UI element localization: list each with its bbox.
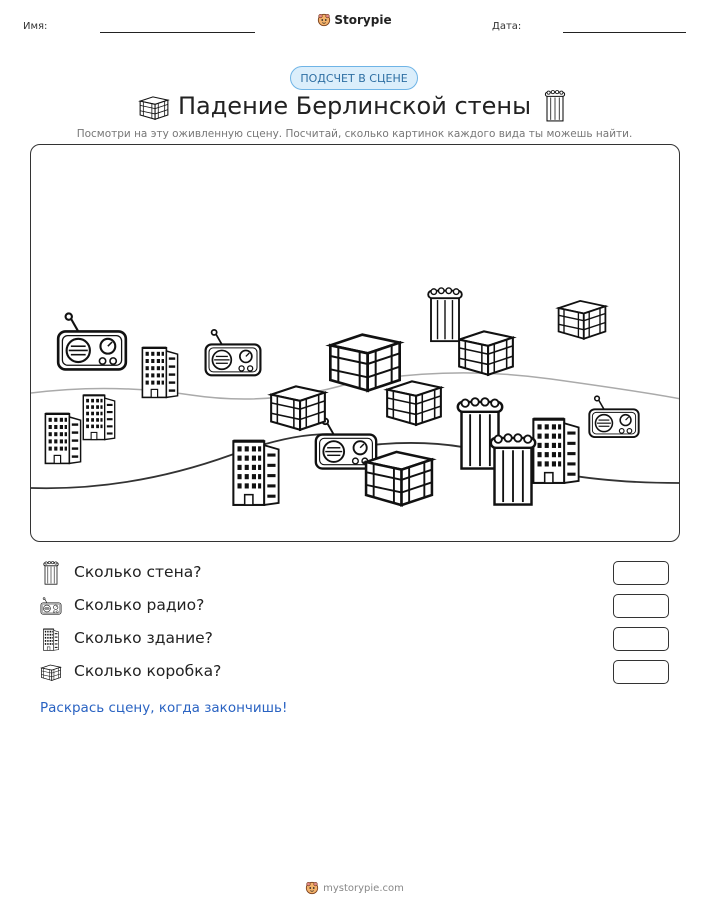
name-label: Имя:	[23, 21, 48, 32]
wall-icon	[543, 90, 567, 122]
answer-box-building[interactable]	[613, 627, 669, 651]
crate-icon	[328, 333, 402, 393]
building-icon	[141, 346, 179, 399]
building-icon	[231, 439, 281, 507]
footer-url[interactable]: mystorypie.com	[323, 882, 404, 894]
answer-box-crate[interactable]	[613, 660, 669, 684]
answer-box-radio[interactable]	[613, 594, 669, 618]
radio-icon	[588, 395, 640, 439]
question-text: Сколько стена?	[74, 563, 202, 581]
answer-box-wall[interactable]	[613, 561, 669, 585]
storypie-logo-icon	[317, 13, 331, 27]
building-icon	[44, 412, 82, 465]
building-icon	[531, 417, 581, 485]
crate-icon	[40, 660, 62, 684]
question-text: Сколько коробка?	[74, 662, 222, 680]
building-icon	[82, 394, 116, 441]
instructions: Посмотри на эту оживленную сцену. Посчит…	[76, 128, 633, 140]
crate-icon	[364, 450, 434, 507]
question-row-crate: Сколько коробка?	[40, 660, 680, 686]
footer: mystorypie.com	[0, 880, 709, 899]
crate-icon	[458, 330, 514, 376]
storypie-logo-icon	[305, 881, 319, 895]
crate-icon	[386, 380, 442, 426]
question-row-building: Сколько здание?	[40, 627, 680, 653]
wall-icon	[427, 287, 463, 343]
crate-icon	[557, 299, 607, 340]
wall-icon	[489, 433, 537, 506]
coloring-note: Раскрась сцену, когда закончишь!	[40, 700, 288, 716]
storypie-logo: Storypie	[0, 12, 709, 31]
question-text: Сколько радио?	[74, 596, 205, 614]
radio-icon	[204, 328, 262, 377]
crate-icon	[270, 385, 326, 431]
date-line[interactable]	[563, 32, 686, 33]
question-row-wall: Сколько стена?	[40, 561, 680, 587]
logo-text: Storypie	[334, 13, 392, 27]
page-title: Падение Берлинской стены	[177, 92, 532, 120]
activity-badge: ПОДСЧЕТ В СЦЕНЕ	[290, 66, 418, 90]
question-text: Сколько здание?	[74, 629, 213, 647]
name-line[interactable]	[100, 32, 255, 33]
date-label: Дата:	[492, 21, 522, 32]
wall-icon	[40, 561, 62, 585]
building-icon	[40, 627, 62, 651]
radio-icon	[56, 311, 128, 372]
radio-icon	[40, 594, 62, 618]
scene-canvas	[31, 287, 679, 507]
counting-scene[interactable]	[30, 144, 680, 542]
question-row-radio: Сколько радио?	[40, 594, 680, 620]
